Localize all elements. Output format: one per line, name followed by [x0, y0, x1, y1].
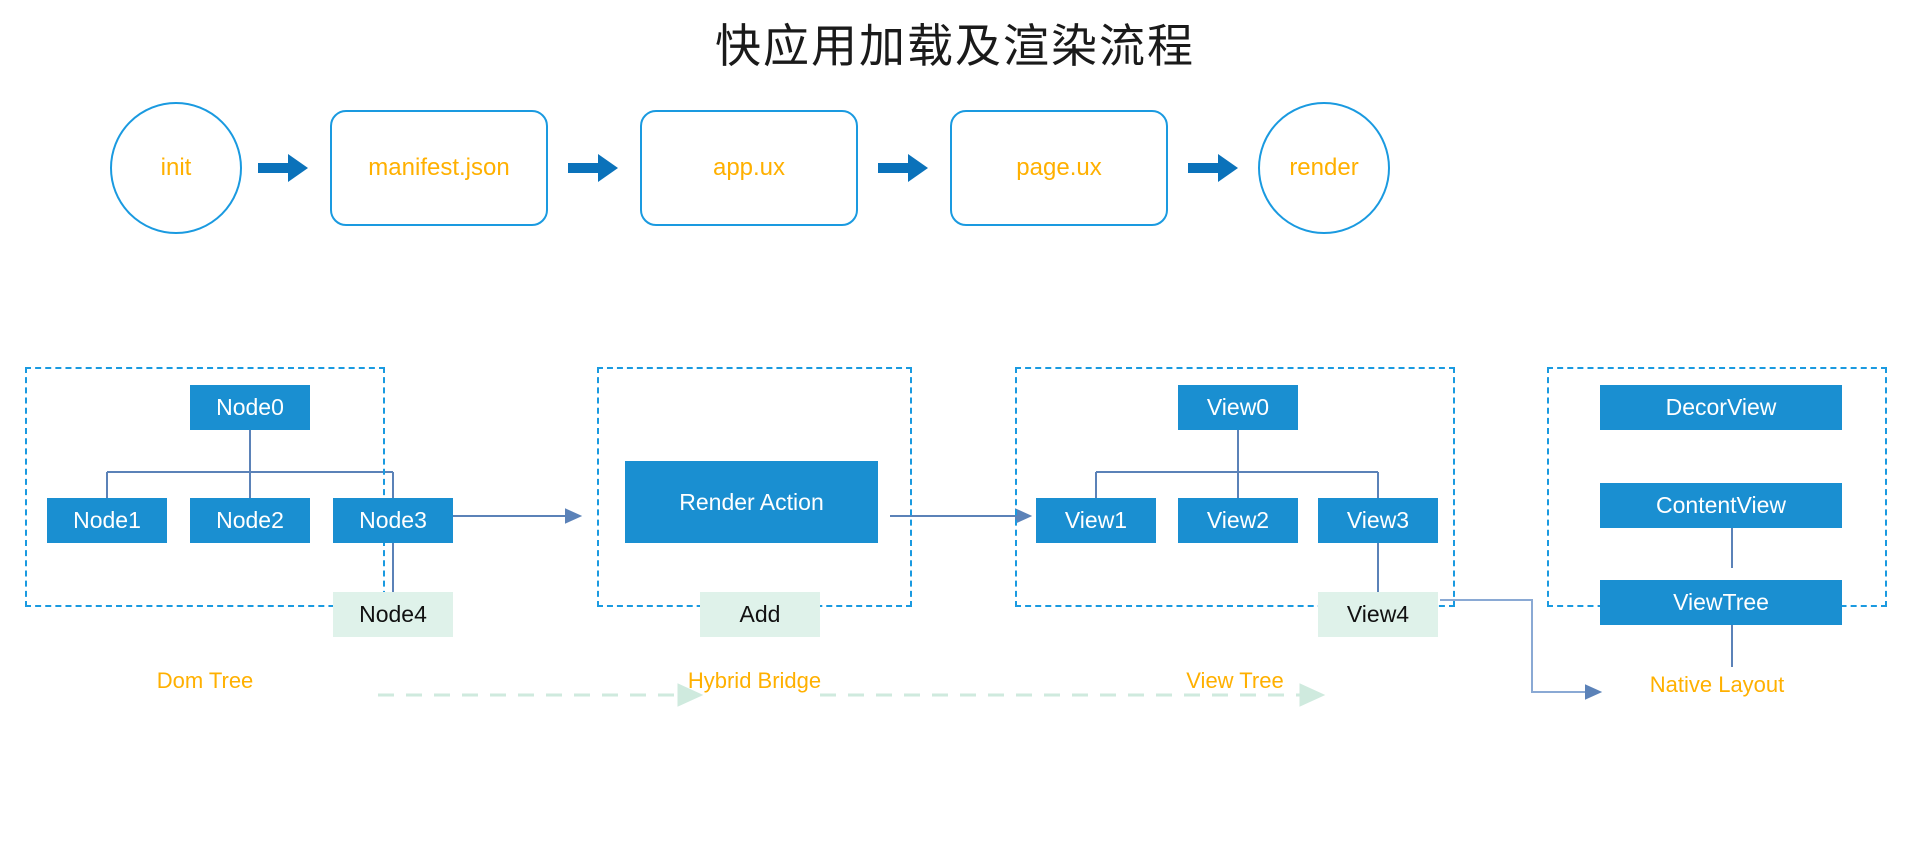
flow-arrow-icon-3 — [878, 154, 928, 182]
flow-node-app-ux[interactable]: app.ux — [640, 110, 858, 226]
dom-node-3[interactable]: Node3 — [333, 498, 453, 543]
node-label: ContentView — [1656, 492, 1786, 518]
view-node-4[interactable]: View4 — [1318, 592, 1438, 637]
dom-node-4[interactable]: Node4 — [333, 592, 453, 637]
node-label: DecorView — [1665, 394, 1777, 420]
node-label: Node2 — [216, 507, 284, 533]
flow-node-label: render — [1289, 154, 1359, 181]
node-label: Node4 — [359, 601, 427, 627]
dom-node-2[interactable]: Node2 — [190, 498, 310, 543]
panel-label-dom-tree: Dom Tree — [156, 668, 254, 693]
bridge-add[interactable]: Add — [700, 592, 820, 637]
dom-node-1[interactable]: Node1 — [47, 498, 167, 543]
flow-node-init[interactable]: init — [110, 102, 242, 234]
dom-node-0[interactable]: Node0 — [190, 385, 310, 430]
panel-label-view-tree: View Tree — [1186, 668, 1284, 693]
flow-arrow-icon-2 — [568, 154, 618, 182]
node-label: View2 — [1206, 507, 1270, 533]
node-label: Node3 — [359, 507, 427, 533]
flow-arrow-icon-1 — [258, 154, 308, 182]
panel-label-hybrid-bridge: Hybrid Bridge — [687, 668, 822, 693]
flow-node-label: app.ux — [712, 154, 786, 181]
load-flow-row: init manifest.json app.ux page.ux render — [0, 102, 1910, 234]
node-label: Node1 — [73, 507, 141, 533]
panel-view-tree — [1015, 367, 1455, 607]
node-label: View3 — [1346, 507, 1410, 533]
flow-node-label: init — [160, 154, 192, 181]
panel-dom-tree — [25, 367, 385, 607]
bridge-render-action[interactable]: Render Action — [625, 461, 878, 543]
view-node-1[interactable]: View1 — [1036, 498, 1156, 543]
node-label: Node0 — [216, 394, 284, 420]
view-node-2[interactable]: View2 — [1178, 498, 1298, 543]
node-label: Add — [739, 601, 781, 627]
native-decor-view[interactable]: DecorView — [1600, 385, 1842, 430]
view-node-3[interactable]: View3 — [1318, 498, 1438, 543]
flow-arrow-icon-4 — [1188, 154, 1238, 182]
flow-node-label: manifest.json — [368, 154, 510, 181]
flow-node-manifest-json[interactable]: manifest.json — [330, 110, 548, 226]
node-label: ViewTree — [1673, 589, 1769, 615]
node-label: View1 — [1064, 507, 1128, 533]
node-label: View0 — [1206, 394, 1270, 420]
flow-node-label: page.ux — [1016, 154, 1102, 181]
native-view-tree[interactable]: ViewTree — [1600, 580, 1842, 625]
page-title: 快应用加载及渲染流程 — [715, 21, 1195, 72]
flow-node-render[interactable]: render — [1258, 102, 1390, 234]
panel-label-native-layout: Native Layout — [1649, 672, 1785, 697]
native-content-view[interactable]: ContentView — [1600, 483, 1842, 528]
node-label: View4 — [1346, 601, 1410, 627]
view-node-0[interactable]: View0 — [1178, 385, 1298, 430]
flow-node-page-ux[interactable]: page.ux — [950, 110, 1168, 226]
node-label: Render Action — [679, 488, 824, 515]
